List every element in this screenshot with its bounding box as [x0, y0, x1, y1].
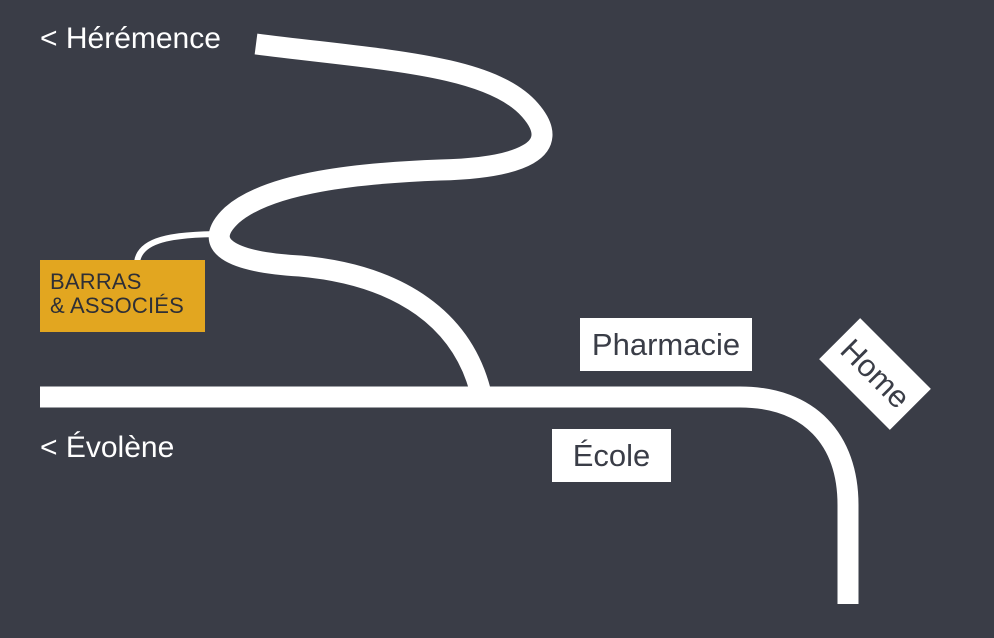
heremence-road	[208, 33, 553, 401]
pharmacie-label: Pharmacie	[580, 318, 752, 371]
office-name-line1: BARRAS	[50, 269, 142, 294]
office-access-road	[134, 231, 225, 263]
direction-heremence-label: < Hérémence	[40, 22, 221, 55]
office-name-line2: & ASSOCIÉS	[50, 293, 185, 318]
ecole-label: École	[552, 429, 671, 482]
office-marker: BARRAS & ASSOCIÉS	[40, 260, 205, 332]
direction-evolene-label: < Évolène	[40, 431, 175, 464]
main-road	[40, 386, 859, 604]
